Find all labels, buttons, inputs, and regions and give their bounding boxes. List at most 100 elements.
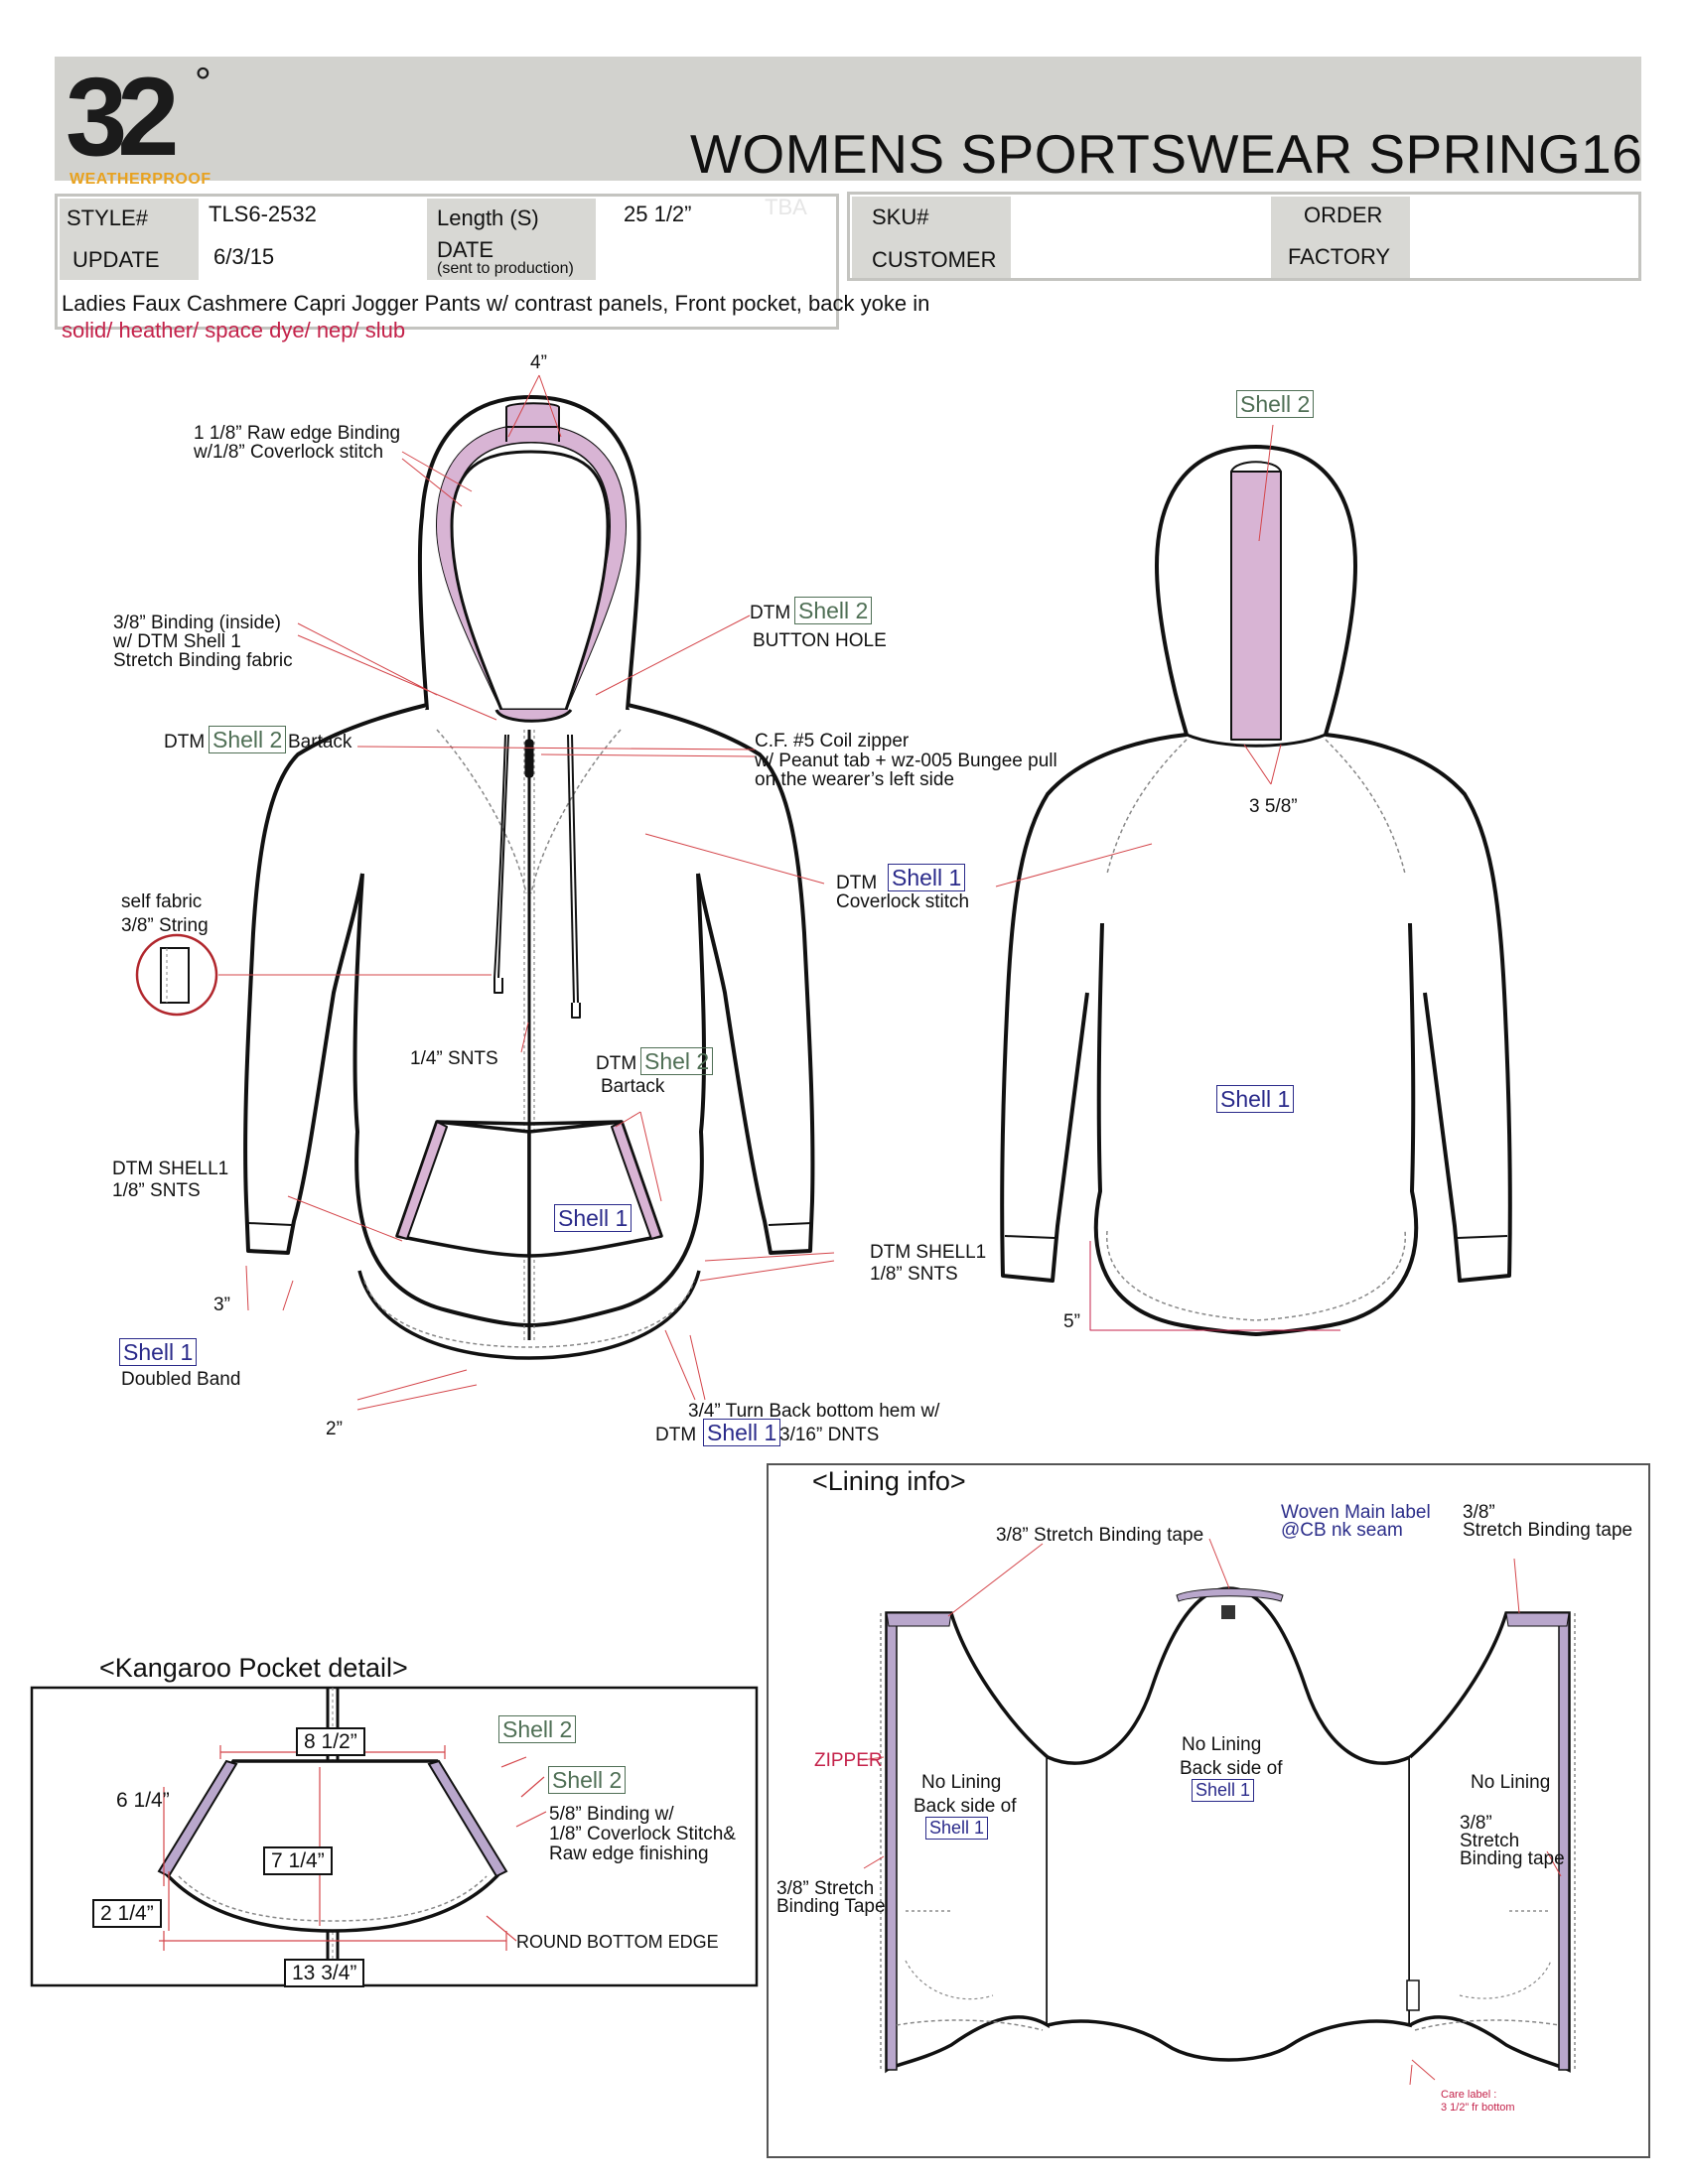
back-shell1-tag: Shell 1	[1216, 1085, 1295, 1114]
lining-tape-left: 3/8” Stretch Binding tape	[996, 1525, 1204, 1546]
length-label: Length (S)	[437, 205, 539, 230]
hood-width-dim: 4”	[530, 352, 547, 373]
lining-shell1-left: Shell 1	[925, 1817, 989, 1840]
no-lining-center: No Lining	[1182, 1734, 1262, 1755]
no-lining-left: No Lining	[921, 1772, 1002, 1793]
front-shell1-tag: Shell 1	[554, 1204, 633, 1233]
pocket-shel2-tag: Shel 2	[640, 1047, 714, 1076]
back-drop-dim: 5”	[1063, 1311, 1080, 1332]
brand-logo-degree: °	[195, 59, 211, 105]
fabric-variants: solid/ heather/ space dye/ nep/ slub	[62, 318, 406, 342]
inner-binding-2: w/ DTM Shell 1	[113, 631, 241, 652]
care-label-1: Care label :	[1441, 2089, 1497, 2101]
zipper-note-3: on the wearer’s left side	[755, 769, 955, 790]
lining-box	[767, 1463, 1650, 2158]
lining-title: <Lining info>	[812, 1466, 966, 1496]
sku-label-cell	[852, 197, 1011, 278]
stretch-tape-right-1: 3/8”	[1460, 1813, 1492, 1834]
coverlock-shell1-tag: Shell 1	[888, 864, 966, 892]
pocket-bottom-dim: 13 3/4”	[284, 1959, 365, 1988]
zipper-label: ZIPPER	[814, 1750, 883, 1771]
care-label-2: 3 1/2” fr bottom	[1441, 2102, 1515, 2114]
coverlock-label: Coverlock stitch	[836, 891, 970, 912]
woven-label-1: Woven Main label	[1281, 1502, 1431, 1523]
bartack-dtm: DTM	[164, 732, 206, 752]
date-label: DATE	[437, 237, 494, 262]
hem-shell1-tag: Shell 1	[703, 1419, 781, 1447]
inner-binding-1: 3/8” Binding (inside)	[113, 613, 281, 633]
style-label: STYLE#	[67, 205, 148, 230]
button-hole-label: BUTTON HOLE	[753, 630, 887, 651]
stretch-tape-left-2: Binding Tape	[776, 1896, 886, 1917]
update-label: UPDATE	[72, 247, 160, 272]
style-value: TLS6-2532	[209, 202, 317, 226]
pocket-bartack-dtm: DTM	[596, 1053, 637, 1074]
pocket-bartack-label: Bartack	[601, 1076, 665, 1097]
binding-label-2: w/1/8” Coverlock stitch	[194, 442, 384, 463]
brand-logo-sub: WEATHERPROOF	[70, 171, 211, 188]
cuff-shell1-tag: Shell 1	[119, 1338, 198, 1367]
stretch-tape-right-2: Stretch	[1460, 1831, 1520, 1851]
doubled-band-label: Doubled Band	[121, 1369, 241, 1390]
buttonhole-shell2-tag: Shell 2	[794, 597, 873, 625]
binding-label-1: 1 1/8” Raw edge Binding	[194, 423, 401, 444]
hem-side-snts: 1/8” SNTS	[870, 1264, 958, 1285]
length-value: 25 1/2”	[624, 202, 692, 226]
sku-label: SKU#	[872, 205, 929, 229]
back-side-left: Back side of	[914, 1796, 1017, 1817]
lining-sketch	[880, 1586, 1576, 2074]
front-hoodie-sketch	[243, 395, 815, 1360]
back-hoodie-sketch	[1000, 445, 1512, 1336]
self-fabric-label: self fabric	[121, 891, 203, 912]
update-value: 6/3/15	[213, 244, 275, 269]
back-side-center: Back side of	[1180, 1758, 1283, 1779]
date-note: (sent to production)	[437, 260, 574, 277]
snts-label: 1/4” SNTS	[410, 1048, 498, 1069]
pocket-shell2-tag-1: Shell 2	[498, 1715, 577, 1744]
cuff-dim: 3”	[213, 1295, 230, 1315]
pocket-side-dim: 6 1/4”	[116, 1789, 170, 1812]
style-label-cell	[60, 199, 199, 280]
customer-label: CUSTOMER	[872, 247, 997, 272]
lining-tape-right-2: Stretch Binding tape	[1463, 1520, 1633, 1541]
order-label-cell	[1271, 197, 1410, 278]
pocket-binding-1: 5/8” Binding w/	[549, 1804, 674, 1825]
no-lining-right: No Lining	[1471, 1772, 1551, 1793]
bartack-label: Bartack	[288, 732, 352, 752]
hem-side-dtm: DTM SHELL1	[870, 1242, 987, 1263]
inner-binding-3: Stretch Binding fabric	[113, 650, 293, 671]
pocket-dim-lines	[159, 1745, 547, 1951]
coverlock-dtm: DTM	[836, 873, 878, 893]
description: Ladies Faux Cashmere Capri Jogger Pants …	[62, 291, 930, 316]
header-band	[55, 57, 1641, 181]
zipper-note-2: w/ Peanut tab + wz-005 Bungee pull	[755, 751, 1057, 771]
pocket-top-width: 8 1/2”	[296, 1727, 365, 1757]
page-title: WOMENS SPORTSWEAR SPRING16	[690, 123, 1643, 185]
pocket-detail-sketch	[157, 1688, 508, 1985]
zipper-note-1: C.F. #5 Coil zipper	[755, 731, 910, 751]
lining-callouts	[861, 1538, 1562, 2086]
hem-note-2: 3/16” DNTS	[779, 1425, 880, 1445]
pocket-shell2-tag-2: Shell 2	[548, 1766, 627, 1795]
length-label-cell	[427, 199, 596, 280]
hem-note-dtm: DTM	[655, 1425, 697, 1445]
stretch-tape-left-1: 3/8” Stretch	[776, 1878, 875, 1899]
pocket-edge-snts: 1/8” SNTS	[112, 1180, 201, 1201]
back-shell2-tag: Shell 2	[1236, 390, 1315, 419]
pocket-binding-2: 1/8” Coverlock Stitch&	[549, 1824, 736, 1844]
pocket-binding-3: Raw edge finishing	[549, 1843, 709, 1864]
callout-lines	[218, 374, 1282, 1411]
lining-tape-right-1: 3/8”	[1463, 1502, 1495, 1523]
back-yoke-dim: 3 5/8”	[1249, 796, 1298, 817]
date-value: TBA	[765, 195, 807, 219]
round-bottom-label: ROUND BOTTOM EDGE	[516, 1932, 719, 1952]
brand-logo: 32	[66, 55, 180, 179]
pocket-detail-title: <Kangaroo Pocket detail>	[99, 1653, 408, 1683]
bartack-shell2-tag: Shell 2	[209, 726, 287, 754]
order-label: ORDER	[1304, 203, 1383, 227]
string-label: 3/8” String	[121, 915, 209, 936]
pocket-center-dim: 7 1/4”	[263, 1846, 333, 1876]
hem-dim: 2”	[326, 1419, 343, 1439]
lining-shell1-center: Shell 1	[1192, 1779, 1255, 1802]
